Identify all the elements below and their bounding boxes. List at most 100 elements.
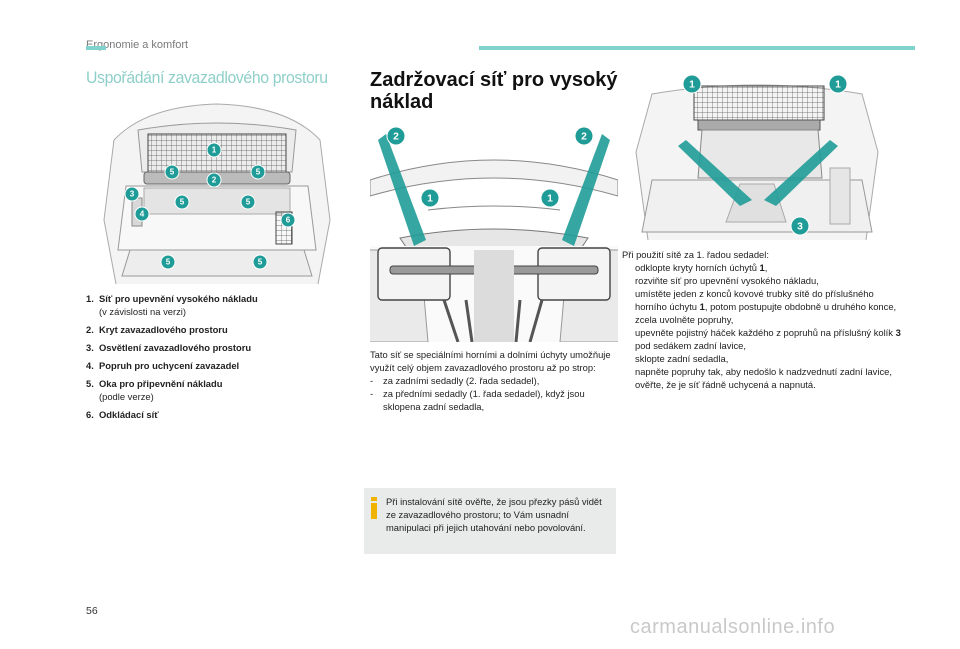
callout-badge: 1: [682, 74, 702, 94]
step-text-part: sklopte zadní sedadla,: [635, 353, 729, 364]
step-bullet-icon: [622, 313, 635, 326]
legend-number: 4.: [86, 360, 94, 371]
step-text-part: upevněte pojistný háček každého z popruh…: [635, 327, 896, 338]
legend-number: 5.: [86, 378, 94, 389]
step-text: ověřte, že je síť řádně uchycená a napnu…: [635, 378, 816, 391]
step-item: sklopte zadní sedadla,: [622, 352, 902, 365]
step-text-part: rozviňte síť pro upevnění vysokého nákla…: [635, 275, 819, 286]
step-item: ověřte, že je síť řádně uchycená a napnu…: [622, 378, 902, 391]
legend-subtext: (v závislosti na verzi): [99, 306, 186, 317]
step-bullet-icon: [622, 326, 635, 352]
callout-label: 1: [547, 193, 553, 204]
seats-illustration: 1 1 3: [622, 72, 892, 240]
step-item: upevněte pojistný háček každého z popruh…: [622, 326, 902, 352]
legend-item: 2. Kryt zavazadlového prostoru: [86, 323, 348, 336]
step-item: napněte popruhy tak, aby nedošlo k nadzv…: [622, 365, 902, 378]
step-item: rozviňte síť pro upevnění vysokého nákla…: [622, 274, 902, 287]
callout-badge: 3: [790, 216, 810, 236]
watermark: carmanualsonline.info: [630, 616, 836, 638]
legend-number: 2.: [86, 324, 94, 335]
callout-badge: 5: [240, 194, 256, 210]
callout-arrow: [678, 140, 752, 206]
callout-badge: 6: [280, 212, 296, 228]
legend-item: 1. Síť pro upevnění vysokého nákladu(v zá…: [86, 292, 348, 318]
step-text-part: napněte popruhy tak, aby nedošlo k nadzv…: [635, 366, 892, 377]
intro-dash: -: [370, 388, 374, 399]
callout-badge: 5: [160, 254, 176, 270]
step-text: upevněte pojistný háček každého z popruh…: [635, 326, 902, 352]
callout-label: 1: [835, 79, 841, 90]
step-text-part: ověřte, že je síť řádně uchycená a napnu…: [635, 379, 816, 390]
callout-label: 3: [130, 190, 135, 199]
net-intro: Tato síť se speciálními horními a dolním…: [370, 348, 618, 413]
legend-text: Síť pro upevnění vysokého nákladu(v závi…: [99, 293, 258, 317]
callout-label: 5: [170, 168, 175, 177]
callout-badge: 1: [206, 142, 222, 158]
callout-label: 3: [797, 221, 803, 232]
header-rule-right: [479, 46, 915, 50]
callout-label: 4: [140, 210, 145, 219]
legend-text: Kryt zavazadlového prostoru: [99, 324, 228, 335]
callout-badge: 1: [540, 188, 560, 208]
callout-label: 5: [256, 168, 261, 177]
step-text-part: umístěte jeden z konců kovové trubky sít…: [635, 288, 874, 312]
legend-item: 5. Oka pro připevnění nákladu(podle verze…: [86, 377, 348, 403]
callout-arrow: [764, 140, 838, 206]
note-text: Při instalování sítě ověřte, že jsou pře…: [386, 496, 602, 533]
callout-badge: 2: [574, 126, 594, 146]
callout-badge: 1: [420, 188, 440, 208]
step-text-part: odklopte kryty horních úchytů: [635, 262, 760, 273]
step-text: zcela uvolněte popruhy,: [635, 313, 733, 326]
intro-item: -za předními sedadly (1. řada sedadel), …: [370, 387, 618, 413]
step-bullet-icon: [622, 287, 635, 313]
legend-item: 4. Popruh pro uchycení zavazadel: [86, 359, 348, 372]
step-item: zcela uvolněte popruhy,: [622, 313, 902, 326]
callout-arrow: [378, 134, 426, 246]
net-intro-text: Tato síť se speciálními horními a dolním…: [370, 349, 611, 373]
header-rule-left: [86, 46, 106, 50]
legend-text: Osvětlení zavazadlového prostoru: [99, 342, 252, 353]
legend-text: Odkládací síť: [99, 409, 159, 420]
legend-item: 6.Odkládací síť: [86, 408, 348, 421]
step-text: odklopte kryty horních úchytů 1,: [635, 261, 767, 274]
callout-label: 1: [427, 193, 433, 204]
callout-badge: 4: [134, 206, 150, 222]
callout-arrow: [562, 134, 610, 246]
intro-item-text: za zadními sedadly (2. řada sedadel),: [383, 375, 540, 386]
step-text: napněte popruhy tak, aby nedošlo k nadzv…: [635, 365, 892, 378]
callout-label: 1: [212, 146, 217, 155]
step-bullet-icon: [622, 365, 635, 378]
step-text: sklopte zadní sedadla,: [635, 352, 728, 365]
legend-text: Oka pro připevnění nákladu(podle verze): [99, 378, 223, 402]
step-reference: 1: [699, 301, 705, 312]
callout-badge: 5: [250, 164, 266, 180]
step-text-part: , potom postupujte obdobně u druhého kon…: [704, 301, 897, 312]
step-item: umístěte jeden z konců kovové trubky sít…: [622, 287, 902, 313]
callout-badge: 2: [206, 172, 222, 188]
callout-label: 2: [212, 176, 217, 185]
legend-item: 3.Osvětlení zavazadlového prostoru: [86, 341, 348, 354]
step-text-part: ,: [764, 262, 768, 273]
page-number: 56: [86, 605, 98, 617]
step-reference: 3: [895, 327, 901, 338]
info-note: Při instalování sítě ověřte, že jsou pře…: [364, 488, 616, 554]
callout-badge: 5: [164, 164, 180, 180]
callout-label: 5: [258, 258, 263, 267]
step-text-part: zcela uvolněte popruhy,: [635, 314, 734, 325]
callout-label: 1: [689, 79, 695, 90]
step-text: umístěte jeden z konců kovové trubky sít…: [635, 287, 902, 313]
step-bullet-icon: [622, 261, 635, 274]
callout-label: 6: [286, 216, 291, 225]
callout-badge: 1: [828, 74, 848, 94]
step-text-part: pod sedákem zadní lavice,: [635, 340, 747, 351]
step-reference: 1: [759, 262, 765, 273]
net-title: Zadržovací síť pro vysoký náklad: [370, 69, 618, 113]
intro-item: -za zadními sedadly (2. řada sedadel),: [370, 374, 618, 387]
callout-badge: 5: [174, 194, 190, 210]
legend-number: 1.: [86, 293, 94, 304]
info-icon: [371, 497, 377, 519]
legend-text: Popruh pro uchycení zavazadel: [99, 360, 240, 371]
step-text: rozviňte síť pro upevnění vysokého nákla…: [635, 274, 819, 287]
callout-label: 5: [246, 198, 251, 207]
